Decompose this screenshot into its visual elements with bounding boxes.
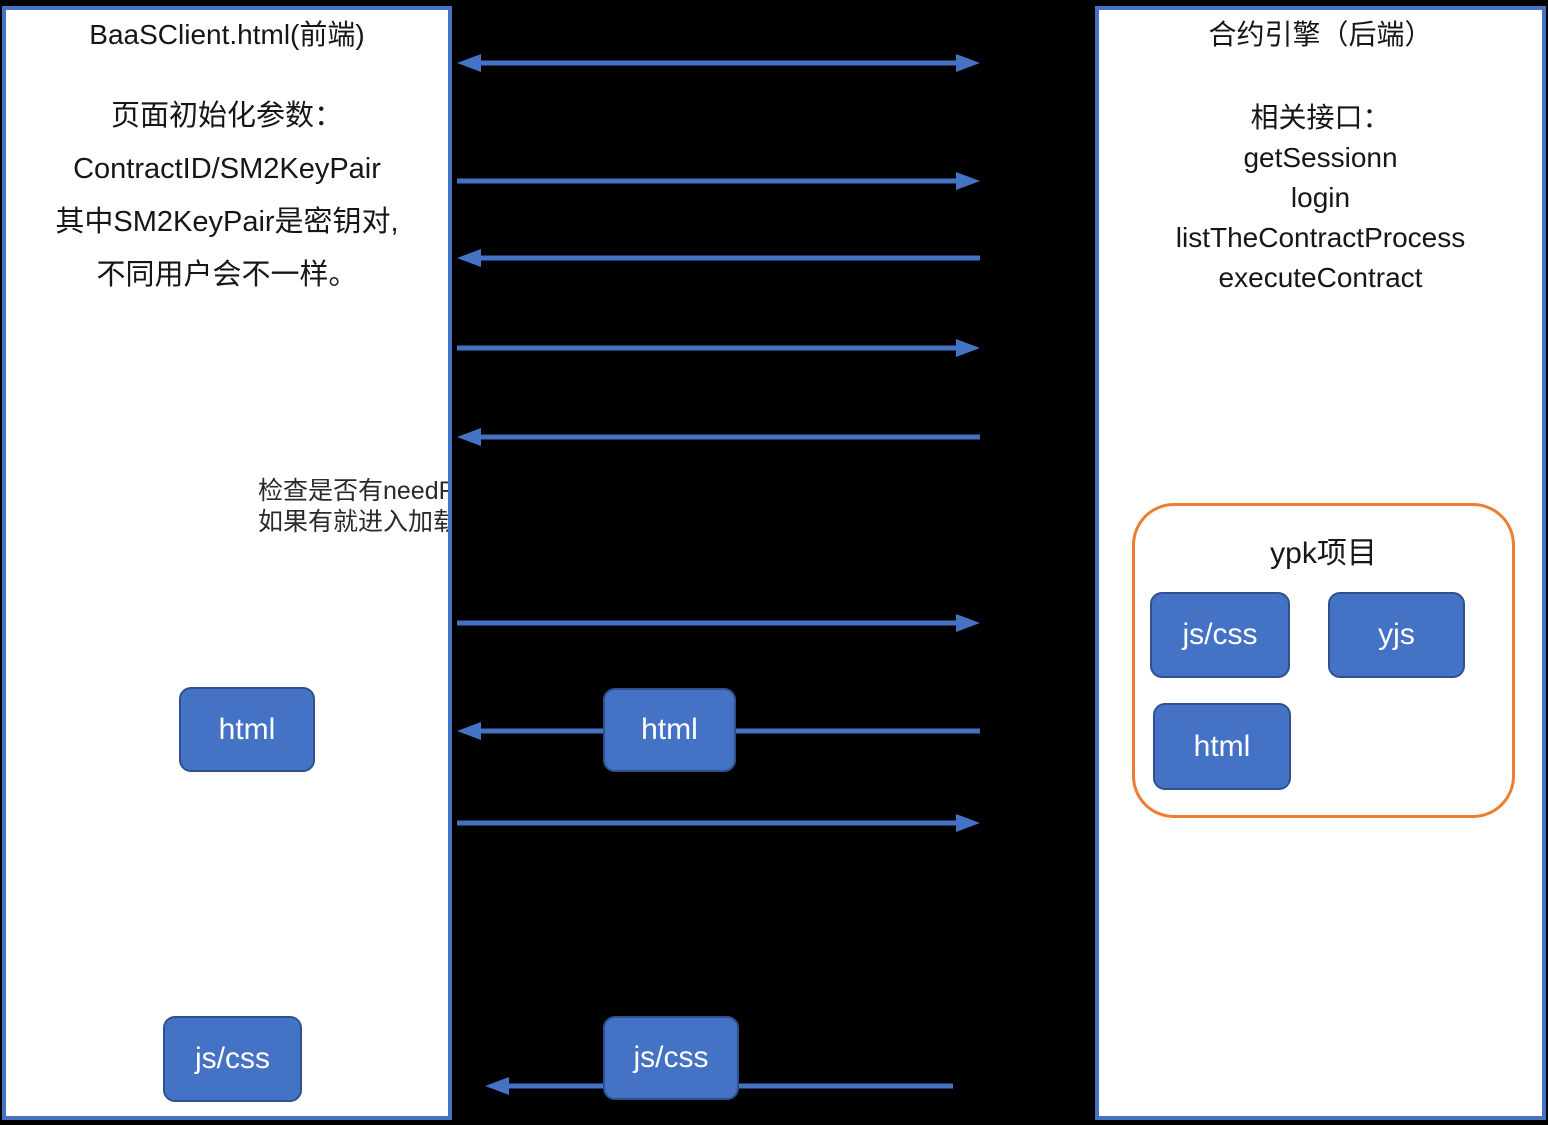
init-params-line: ContractID/SM2KeyPair — [73, 153, 381, 185]
api-heading: 相关接口： — [1250, 102, 1391, 133]
message-arrow-right — [457, 614, 980, 632]
message-arrow-right — [457, 814, 980, 832]
ypk-project-title: ypk项目 — [1270, 537, 1377, 570]
frontend-html-box: html — [179, 687, 315, 772]
backend-api-list: 相关接口： getSessionn login listTheContractP… — [1099, 98, 1542, 298]
init-params-line: 不同用户会不一样。 — [96, 259, 358, 291]
ypk-jscss-box: js/css — [1150, 592, 1290, 678]
api-line: listTheContractProcess — [1175, 222, 1466, 253]
frontend-init-params: 页面初始化参数： ContractID/SM2KeyPair 其中SM2KeyP… — [6, 90, 448, 302]
init-params-line: 页面初始化参数： — [110, 100, 343, 132]
ypk-html-box: html — [1153, 703, 1291, 790]
api-line: login — [1290, 182, 1351, 213]
backend-panel-title: 合约引擎（后端） — [1208, 19, 1433, 50]
transfer-jscss-box: js/css — [603, 1016, 739, 1100]
message-arrow-right — [457, 172, 980, 190]
message-arrow-left — [457, 249, 980, 267]
backend-panel: 合约引擎（后端） 相关接口： getSessionn login listThe… — [1095, 6, 1546, 1120]
need-resource-note: 检查是否有needR 如果有就进入加载 — [258, 476, 452, 538]
init-params-line: 其中SM2KeyPair是密钥对, — [55, 206, 399, 238]
note-line: 如果有就进入加载 — [258, 508, 452, 536]
api-line: executeContract — [1218, 262, 1423, 293]
transfer-html-box: html — [603, 688, 736, 772]
message-arrow-left — [457, 428, 980, 446]
api-line: getSessionn — [1243, 142, 1398, 173]
frontend-panel: BaaSClient.html(前端) 页面初始化参数： ContractID/… — [2, 6, 452, 1120]
frontend-panel-title: BaaSClient.html(前端) — [89, 19, 365, 50]
ypk-yjs-box: yjs — [1328, 592, 1465, 678]
note-line: 检查是否有needR — [258, 477, 452, 505]
ypk-project-group: ypk项目 js/css yjs html — [1132, 503, 1515, 818]
message-arrow-right — [457, 339, 980, 357]
message-arrow-both — [457, 54, 980, 72]
frontend-jscss-box: js/css — [163, 1016, 302, 1102]
